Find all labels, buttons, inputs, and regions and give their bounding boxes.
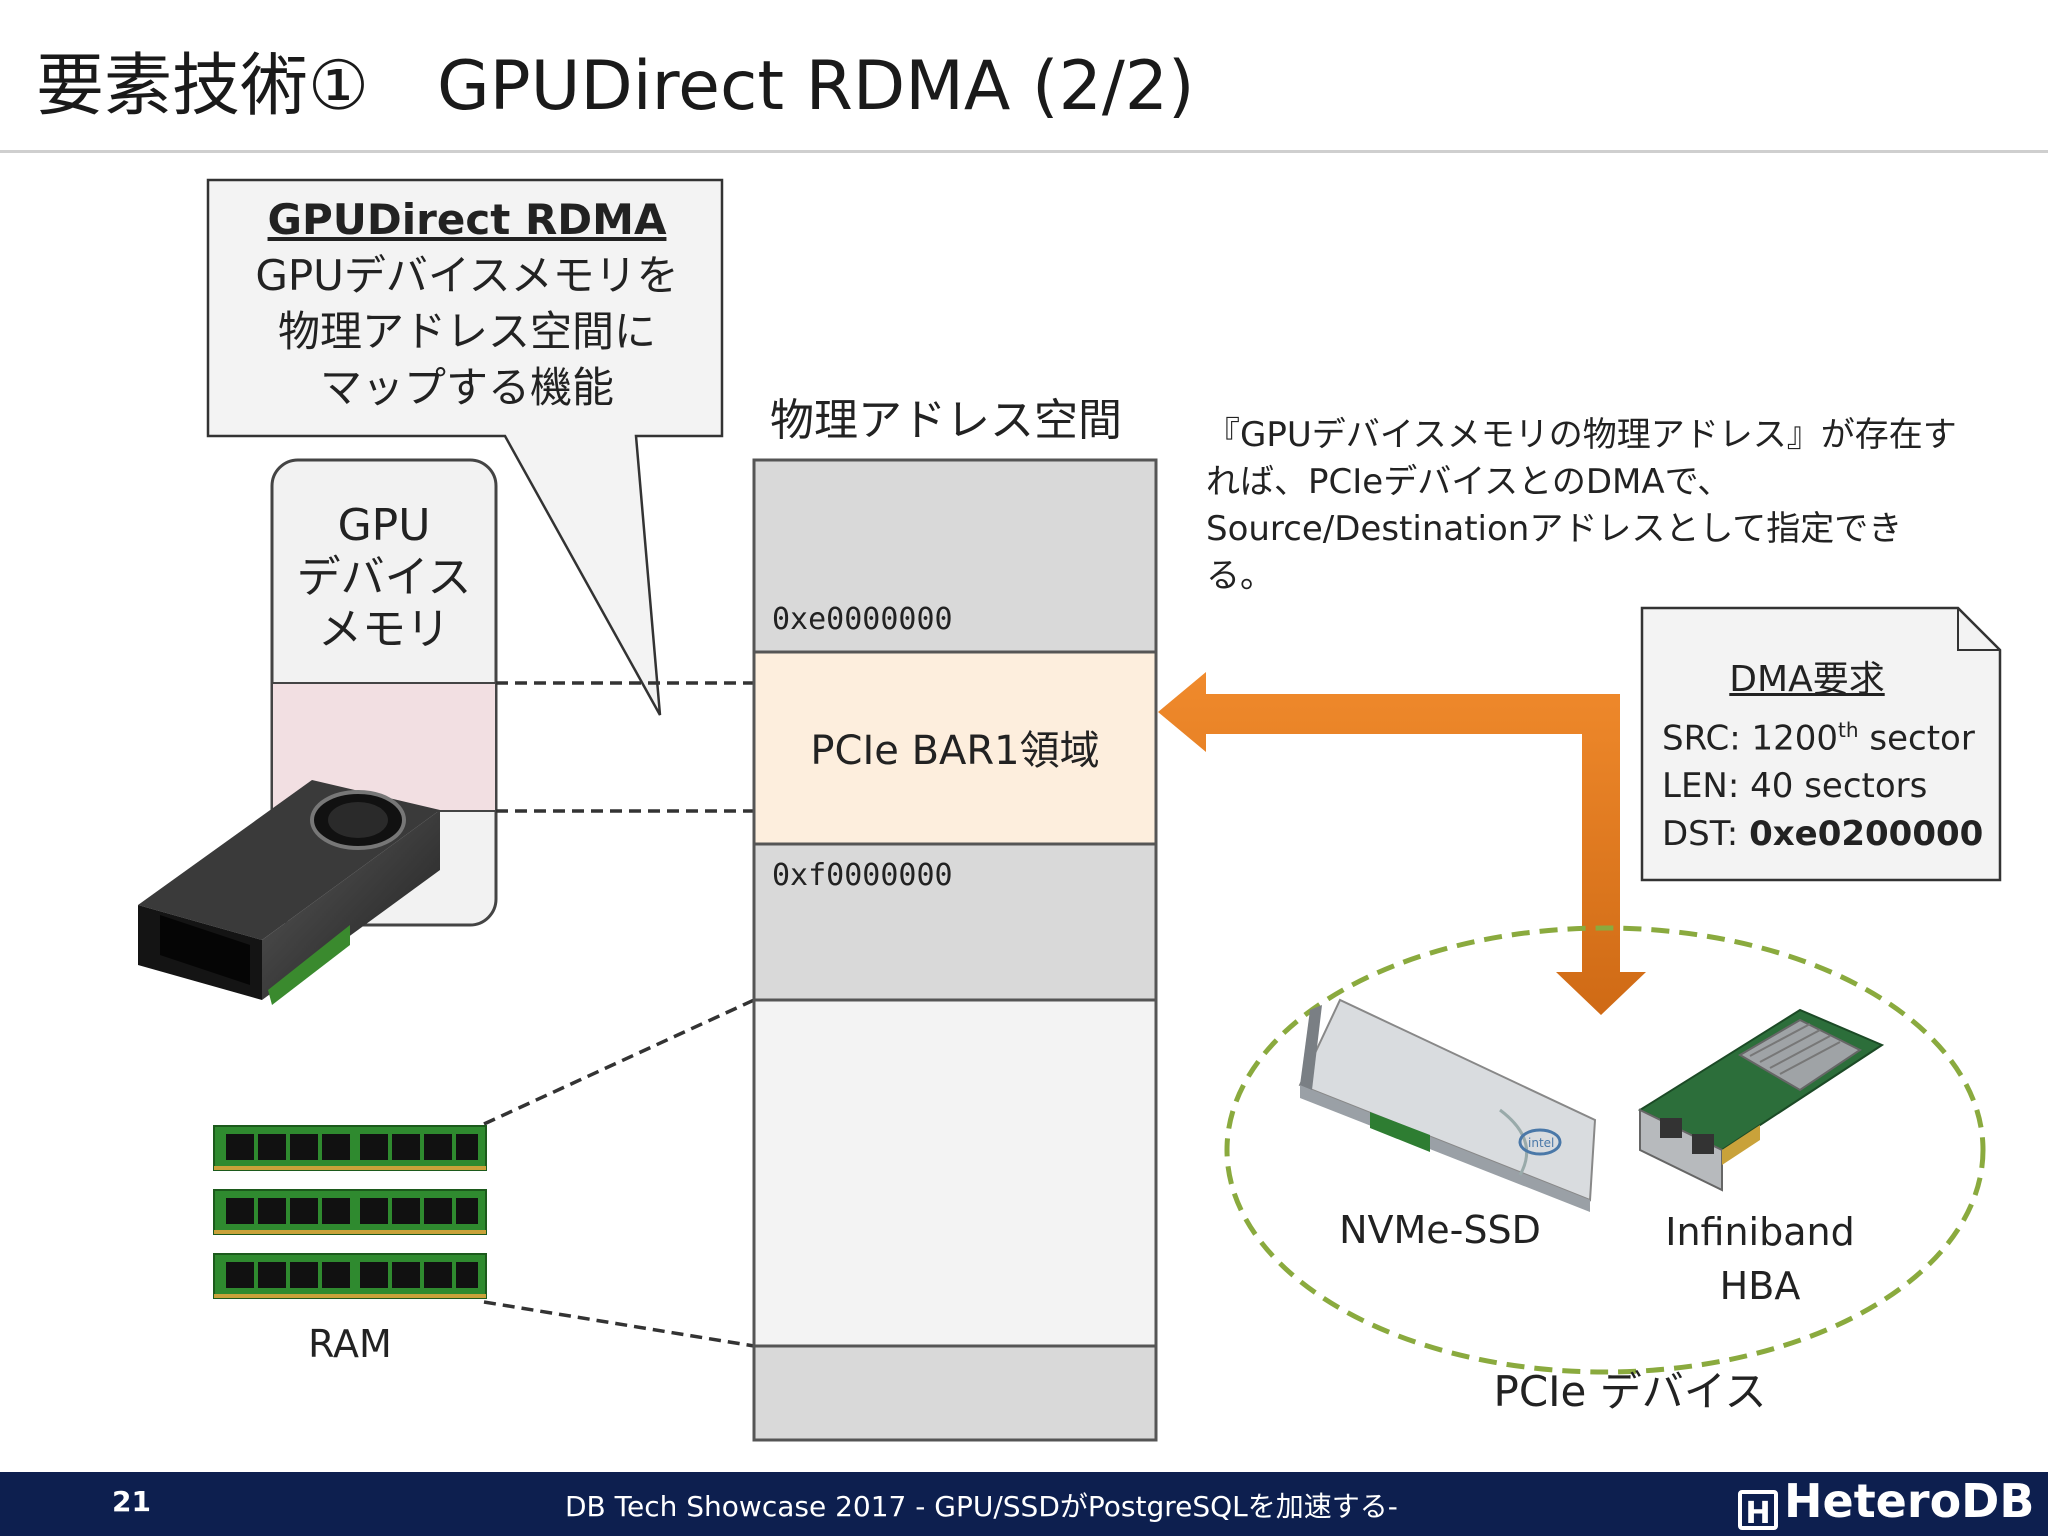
gpu-memory-label: GPU デバイス メモリ bbox=[272, 500, 496, 656]
hba-label: HBA bbox=[1719, 1264, 1801, 1308]
infiniband-hba-image bbox=[1637, 1008, 1885, 1192]
dma-dst-prefix: DST: bbox=[1662, 814, 1750, 854]
gpu-label-line: デバイス bbox=[296, 552, 472, 603]
address-space-title: 物理アドレス空間 bbox=[770, 395, 1122, 446]
address-space-column bbox=[752, 458, 1158, 1442]
callout-heading: GPUDirect RDMA bbox=[267, 195, 667, 244]
description-text: 『GPUデバイスメモリの物理アドレス』が存在すれば、PCIeデバイスとのDMAで… bbox=[1206, 415, 1957, 596]
page-number: 21 bbox=[112, 1485, 151, 1518]
logo-mark: H bbox=[1738, 1490, 1778, 1531]
callout-line: マップする機能 bbox=[319, 363, 614, 412]
dma-src: SRC: 1200th sector bbox=[1662, 718, 1975, 758]
dma-len: LEN: 40 sectors bbox=[1662, 766, 1928, 806]
dma-request-title: DMA要求 bbox=[1729, 659, 1885, 700]
mapping-lines bbox=[483, 681, 755, 1348]
dma-request-note bbox=[1640, 606, 2002, 882]
pcie-devices-group bbox=[1224, 925, 1986, 1375]
dma-src-sup: th bbox=[1838, 718, 1859, 742]
callout-line: GPUデバイスメモリを bbox=[255, 251, 679, 300]
dma-src-prefix: SRC: 1200 bbox=[1662, 718, 1839, 759]
dma-arrow bbox=[1158, 672, 1646, 1015]
ram-modules-image bbox=[213, 1125, 487, 1299]
gpu-card-image bbox=[138, 780, 440, 1005]
dma-dst: DST: 0xe0200000 bbox=[1662, 814, 1983, 854]
dma-dst-value: 0xe0200000 bbox=[1749, 814, 1984, 854]
callout-bubble bbox=[206, 178, 724, 716]
infiniband-label: Infiniband bbox=[1665, 1210, 1855, 1254]
logo-text: HeteroDB bbox=[1784, 1474, 2035, 1528]
address-top: 0xe0000000 bbox=[772, 602, 953, 637]
nvme-ssd-label: NVMe-SSD bbox=[1339, 1208, 1541, 1252]
diagram-canvas: intel bbox=[138, 178, 2002, 1442]
intel-logo: intel bbox=[1528, 1136, 1554, 1150]
gpu-label-line: メモリ bbox=[318, 604, 450, 655]
address-bottom: 0xf0000000 bbox=[772, 858, 953, 893]
callout: GPUDirect RDMA GPUデバイスメモリを 物理アドレス空間に マップ… bbox=[212, 192, 722, 416]
bar1-region-label: PCIe BAR1領域 bbox=[810, 728, 1100, 774]
footer-bar bbox=[0, 1472, 2048, 1536]
gpu-label-line: GPU bbox=[337, 500, 431, 551]
nvme-ssd-image: intel bbox=[1298, 998, 1597, 1212]
ram-label: RAM bbox=[308, 1322, 392, 1366]
slide-title: 要素技術① GPUDirect RDMA (2/2) bbox=[36, 47, 1195, 126]
dma-src-suffix: sector bbox=[1858, 718, 1975, 759]
title-divider bbox=[0, 150, 2048, 153]
pcie-devices-label: PCIe デバイス bbox=[1493, 1367, 1767, 1416]
footer-caption: DB Tech Showcase 2017 - GPU/SSDがPostgreS… bbox=[565, 1490, 1398, 1523]
callout-line: 物理アドレス空間に bbox=[277, 307, 656, 356]
